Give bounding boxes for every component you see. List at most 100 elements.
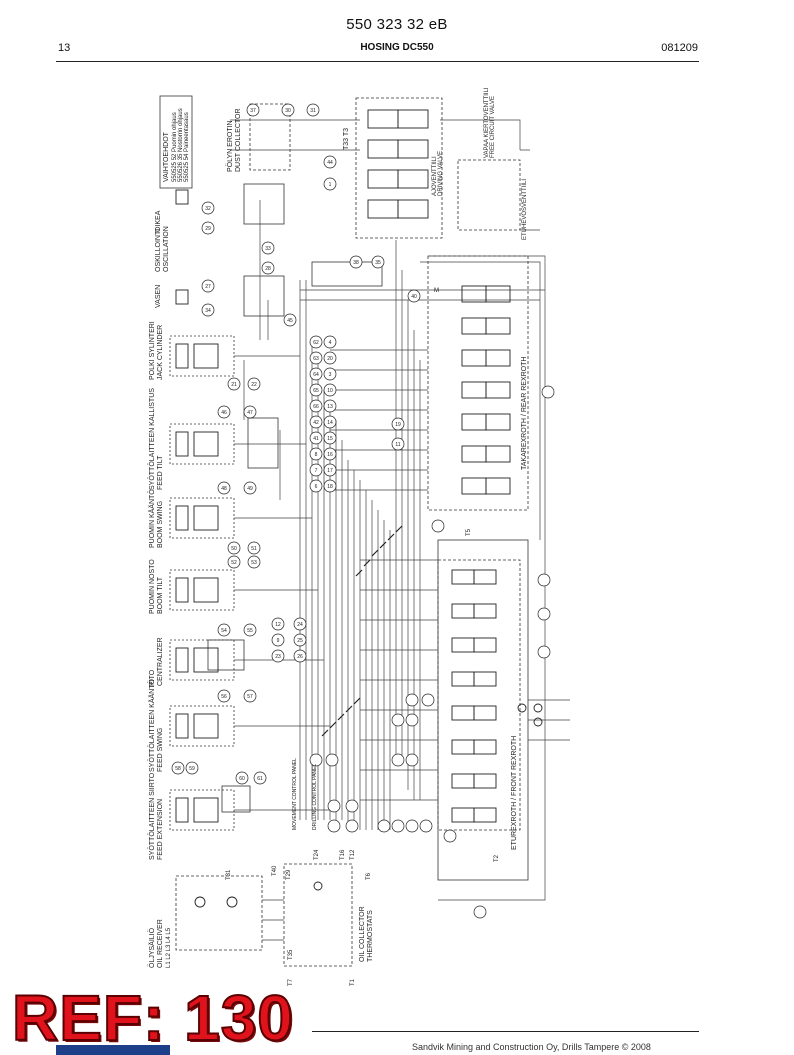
label-feed-tilt: FEED TILT bbox=[157, 455, 164, 490]
bubble-number: 19 bbox=[395, 422, 401, 428]
label-driving-valve: DRIVING VALVE bbox=[438, 151, 444, 196]
bubble-number: 60 bbox=[239, 776, 245, 782]
label-t1: T1 bbox=[350, 978, 356, 986]
label-vasen: VASEN bbox=[155, 285, 162, 308]
driving-valve-frame bbox=[355, 97, 443, 239]
label-feed-extension: FEED EXTENSION bbox=[157, 799, 164, 860]
label-t7: T7 bbox=[288, 978, 294, 986]
bubble-number: 37 bbox=[250, 108, 256, 114]
bubble-number: 27 bbox=[205, 284, 211, 290]
reference-stamp: REF: 130 bbox=[11, 982, 294, 1054]
bubble-number: 64 bbox=[313, 372, 319, 378]
bubble-number: 38 bbox=[353, 260, 359, 266]
options-box bbox=[159, 95, 193, 189]
bubble-number: 63 bbox=[313, 356, 319, 362]
label-t16: T16 bbox=[340, 849, 346, 860]
bubble-number: 46 bbox=[221, 410, 227, 416]
bubble-number: 41 bbox=[313, 436, 319, 442]
bubble-number: 23 bbox=[275, 654, 281, 660]
bubble-number: 49 bbox=[247, 486, 253, 492]
label-t29: T29 bbox=[286, 869, 292, 880]
crossing-marks bbox=[321, 525, 403, 737]
label-vaihtoehdot: VAIHTOEHDOT bbox=[163, 131, 170, 182]
bubble-number: 62 bbox=[313, 340, 319, 346]
bubble-number: 30 bbox=[285, 108, 291, 114]
bubble-number: 18 bbox=[327, 484, 333, 490]
label-l1: L1 L2 L3 L4 L5 bbox=[166, 927, 172, 968]
front-rexroth-frame bbox=[437, 559, 521, 831]
bubble-number: 33 bbox=[265, 246, 271, 252]
label-feed-swing: FEED SWING bbox=[157, 728, 164, 772]
label-drilling-control-panel: DRILLING CONTROL PANEL bbox=[312, 764, 318, 830]
sheet-title: HOSING DC550 bbox=[360, 42, 434, 53]
label-oskillointi: OSKILLOINTI bbox=[155, 229, 162, 272]
bubble-number: 7 bbox=[315, 468, 318, 474]
bubble-number: 32 bbox=[205, 206, 211, 212]
label-t24: T24 bbox=[314, 849, 320, 860]
bubble-number: 35 bbox=[375, 260, 381, 266]
label-t5: T5 bbox=[466, 528, 472, 536]
bubble-number: 57 bbox=[247, 694, 253, 700]
bubble-number: 21 bbox=[231, 382, 237, 388]
label-t31: T31 bbox=[226, 869, 232, 880]
bubble-number: 9 bbox=[277, 638, 280, 644]
schematic-frames bbox=[159, 95, 529, 967]
label-port-m: M bbox=[434, 288, 439, 294]
bubble-number: 44 bbox=[327, 160, 333, 166]
label-option-3: 550525 54 Paineentasaus bbox=[184, 112, 190, 182]
bubble-number: 24 bbox=[297, 622, 303, 628]
label-puomin-kaanto: PUOMIN KÄÄNTÖ bbox=[148, 489, 156, 548]
label-syottolaitteen-kaanto: SYÖTTÖLAITTEEN KÄÄNTÖ bbox=[148, 678, 156, 772]
bubble-number: 4 bbox=[329, 340, 332, 346]
label-syottolaitteen-kallistus: SYÖTTÖLAITTEEN KALLISTUS bbox=[148, 388, 156, 490]
bubble-number: 54 bbox=[221, 628, 227, 634]
bubble-number: 40 bbox=[411, 294, 417, 300]
bubble-number: 61 bbox=[257, 776, 263, 782]
bubble-number: 58 bbox=[175, 766, 181, 772]
bubble-number: 47 bbox=[247, 410, 253, 416]
bubble-number: 3 bbox=[329, 372, 332, 378]
bubble-number: 45 bbox=[287, 318, 293, 324]
label-vapaa-kiertoventtiili: VAPAA KIERTOVENTTIILI bbox=[484, 87, 490, 158]
bubble-number: 17 bbox=[327, 468, 333, 474]
bubble-number: 56 bbox=[221, 694, 227, 700]
label-takarexroth: TAKAREXROTH / REAR REXROTH bbox=[521, 357, 528, 470]
label-thermostats: THERMOSTATS bbox=[367, 910, 374, 962]
free-circuit-frame bbox=[457, 159, 521, 231]
oil-receiver-frame bbox=[175, 875, 263, 951]
label-t6: T6 bbox=[366, 872, 372, 880]
bubble-number: 31 bbox=[310, 108, 316, 114]
document-number: 550 323 32 eB bbox=[346, 16, 448, 33]
label-oil-receiver: OIL RECEIVER bbox=[157, 919, 164, 968]
valve-symbols bbox=[175, 109, 543, 908]
label-mover-control-panel: MOVEMENT CONTROL PANEL bbox=[292, 758, 298, 830]
label-oljysaiio: ÖLJYSÄILIÖ bbox=[148, 927, 156, 968]
label-polki-sylinteri: POLKI SYLINTERI bbox=[149, 321, 156, 380]
label-ajoventtiili: AJOVENTTIILI bbox=[432, 156, 438, 196]
bubble-number: 28 bbox=[265, 266, 271, 272]
bubble-number: 13 bbox=[327, 404, 333, 410]
sandvik-logo bbox=[56, 1045, 170, 1055]
bubble-number: 16 bbox=[327, 452, 333, 458]
bubble-number: 20 bbox=[327, 356, 333, 362]
bubble-number: 12 bbox=[275, 622, 281, 628]
label-syottolaitteen-siirto: SYÖTTÖLAITTEEN SIIRTO bbox=[148, 772, 156, 860]
page-number: 13 bbox=[58, 42, 71, 54]
bubble-number: 42 bbox=[313, 420, 319, 426]
label-polyn-erotin: PÖLYN EROTIN bbox=[226, 120, 234, 172]
label-t35: T35 bbox=[288, 949, 294, 960]
bubble-number: 6 bbox=[315, 484, 318, 490]
label-free-circuit-valve: FREE CIRCUIT VALVE bbox=[490, 96, 496, 158]
bubble-number: 25 bbox=[297, 638, 303, 644]
label-centralizer: CENTRALIZER bbox=[157, 637, 164, 686]
label-option-1: 550525 52 Puomin ohjaus bbox=[172, 112, 178, 182]
schematic-labels: VAIHTOEHDOT 550525 52 Puomin ohjaus 5505… bbox=[148, 87, 528, 986]
bubble-number: 51 bbox=[251, 546, 257, 552]
bubble-number: 10 bbox=[327, 388, 333, 394]
bubble-number: 59 bbox=[189, 766, 195, 772]
label-oikea: OIKEA bbox=[155, 210, 162, 232]
bubble-number: 53 bbox=[251, 560, 257, 566]
bubble-number: 55 bbox=[247, 628, 253, 634]
label-t40: T40 bbox=[272, 865, 278, 876]
